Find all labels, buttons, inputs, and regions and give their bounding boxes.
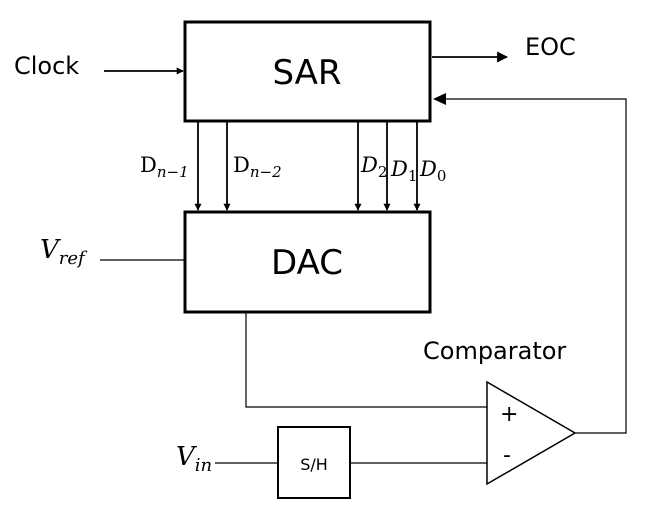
eoc-label: EOC [525, 33, 576, 61]
comparator-symbol [486, 380, 577, 486]
bit-label-d1: D1 [390, 157, 417, 185]
clock-label: Clock [14, 52, 79, 80]
bit-label-d2: D2 [360, 153, 387, 181]
sar-label: SAR [272, 53, 341, 93]
bit-label-dn1: Dn−1 [140, 153, 189, 181]
bit-label-dn2: Dn−2 [233, 153, 282, 181]
feedback-wire [440, 98, 627, 434]
sample-hold-label: S/H [300, 455, 328, 474]
comparator-minus: - [503, 443, 511, 468]
sar-block [183, 20, 432, 123]
sample-hold-block [277, 426, 351, 499]
bit-label-d0: D0 [419, 157, 446, 185]
vin-label: Vin [176, 442, 212, 476]
comparator-plus: + [500, 402, 518, 427]
dac-label: DAC [271, 243, 343, 283]
feedback-arrowhead [433, 93, 446, 105]
comparator-label: Comparator [423, 337, 566, 365]
vref-label: Vref [40, 235, 88, 269]
dac-block [183, 210, 432, 314]
dac-output-wire [245, 313, 487, 408]
